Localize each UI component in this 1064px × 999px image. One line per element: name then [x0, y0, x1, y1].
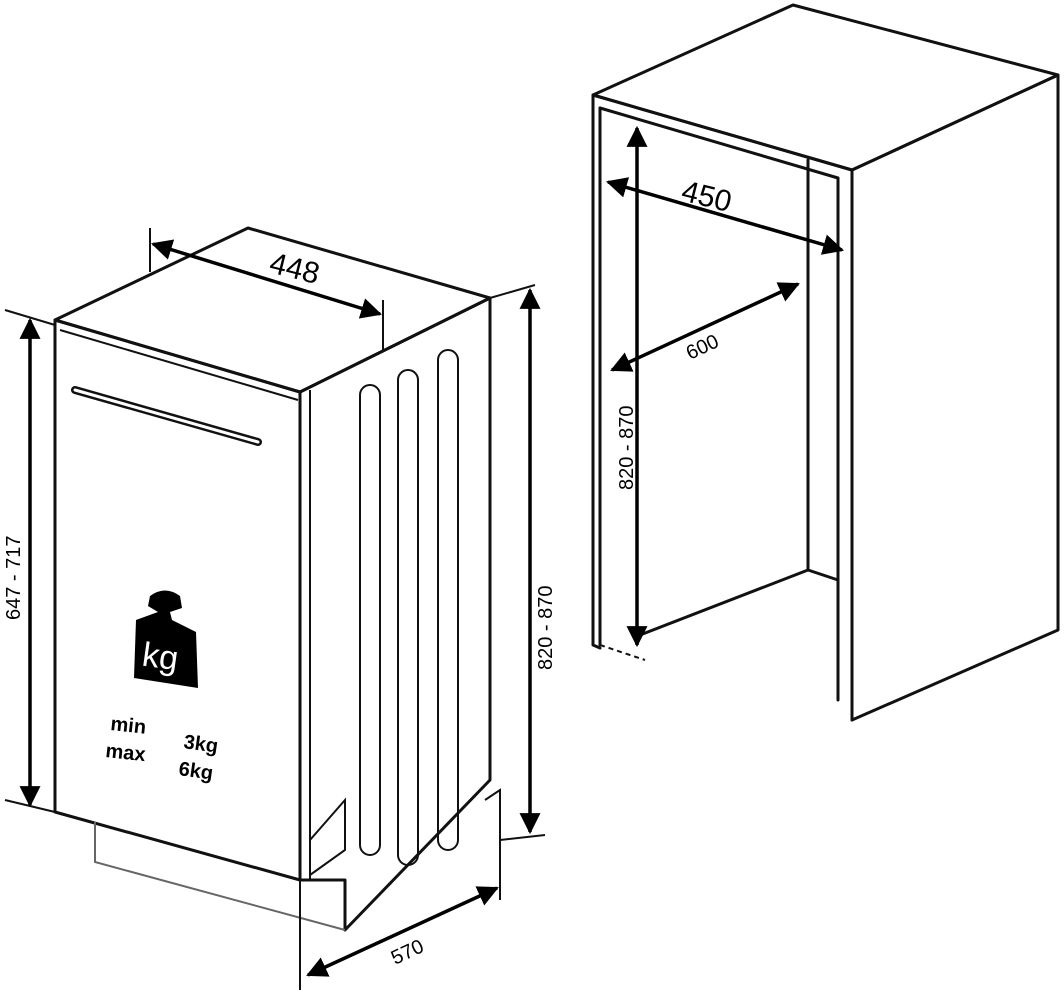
- plinth: [94, 822, 346, 931]
- door-height-label: 647 - 717: [3, 535, 25, 620]
- cabinet-height-label: 820 - 870: [616, 405, 638, 490]
- depth-dimension: [306, 886, 499, 977]
- width-label: 448: [266, 247, 323, 291]
- weight-icon: kg: [134, 590, 198, 688]
- side-rib: [437, 349, 459, 851]
- cabinet-width-label: 450: [678, 175, 735, 219]
- width-dimension: [150, 239, 383, 319]
- cabinet: 450 600 820 - 870: [591, 3, 1060, 722]
- height-label: 820 - 870: [535, 585, 557, 670]
- max-value: 6kg: [177, 758, 214, 785]
- cabinet-side: [850, 73, 1060, 722]
- dishwasher: kg min max 3kg 6kg 448 647 - 717 820 - 8…: [3, 226, 557, 990]
- side-rib: [397, 369, 419, 866]
- min-value: 3kg: [182, 731, 219, 758]
- depth-label: 570: [388, 935, 428, 969]
- svg-text:kg: kg: [140, 636, 181, 679]
- side-rib: [359, 384, 381, 856]
- cabinet-top: [591, 3, 1060, 172]
- dishwasher-side: [298, 296, 492, 932]
- min-label: min: [109, 713, 147, 739]
- max-label: max: [104, 740, 146, 766]
